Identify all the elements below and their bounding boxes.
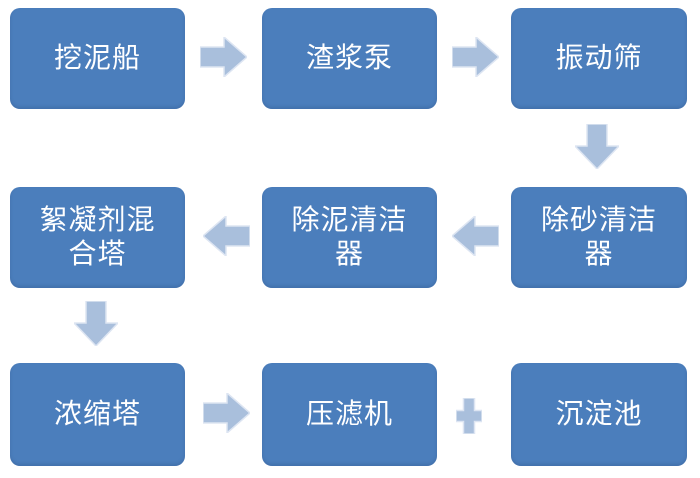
arrow-right-icon [200, 37, 247, 77]
node-sand-removal-cleaner-label: 除砂清洁 器 [540, 204, 657, 270]
node-sedimentation-tank: 沉淀池 [511, 363, 687, 466]
arrow-right-icon [203, 393, 250, 433]
node-vibrating-screen: 振动筛 [511, 8, 687, 109]
node-sedimentation-tank-label: 沉淀池 [555, 398, 643, 430]
arrow-down-icon [74, 301, 118, 346]
node-slurry-pump-label: 渣浆泵 [305, 42, 393, 74]
node-slurry-pump: 渣浆泵 [262, 8, 437, 109]
arrow-left-icon [452, 216, 499, 256]
node-dredger: 挖泥船 [10, 8, 185, 109]
arrow-left-icon [203, 216, 250, 256]
node-filter-press-label: 压滤机 [305, 398, 393, 430]
arrow-right-icon [452, 37, 499, 77]
node-thickening-tower: 浓缩塔 [10, 363, 185, 466]
node-filter-press: 压滤机 [262, 363, 437, 466]
node-vibrating-screen-label: 振动筛 [555, 42, 643, 74]
node-flocculant-mixing-tower: 絮凝剂混 合塔 [10, 187, 185, 288]
node-dredger-label: 挖泥船 [53, 42, 141, 74]
plus-icon [456, 398, 482, 434]
node-mud-removal-cleaner-label: 除泥清洁 器 [291, 204, 408, 270]
arrow-down-icon [575, 124, 619, 169]
node-mud-removal-cleaner: 除泥清洁 器 [262, 187, 437, 288]
node-flocculant-mixing-tower-label: 絮凝剂混 合塔 [39, 204, 156, 270]
node-thickening-tower-label: 浓缩塔 [53, 398, 141, 430]
node-sand-removal-cleaner: 除砂清洁 器 [511, 187, 687, 288]
